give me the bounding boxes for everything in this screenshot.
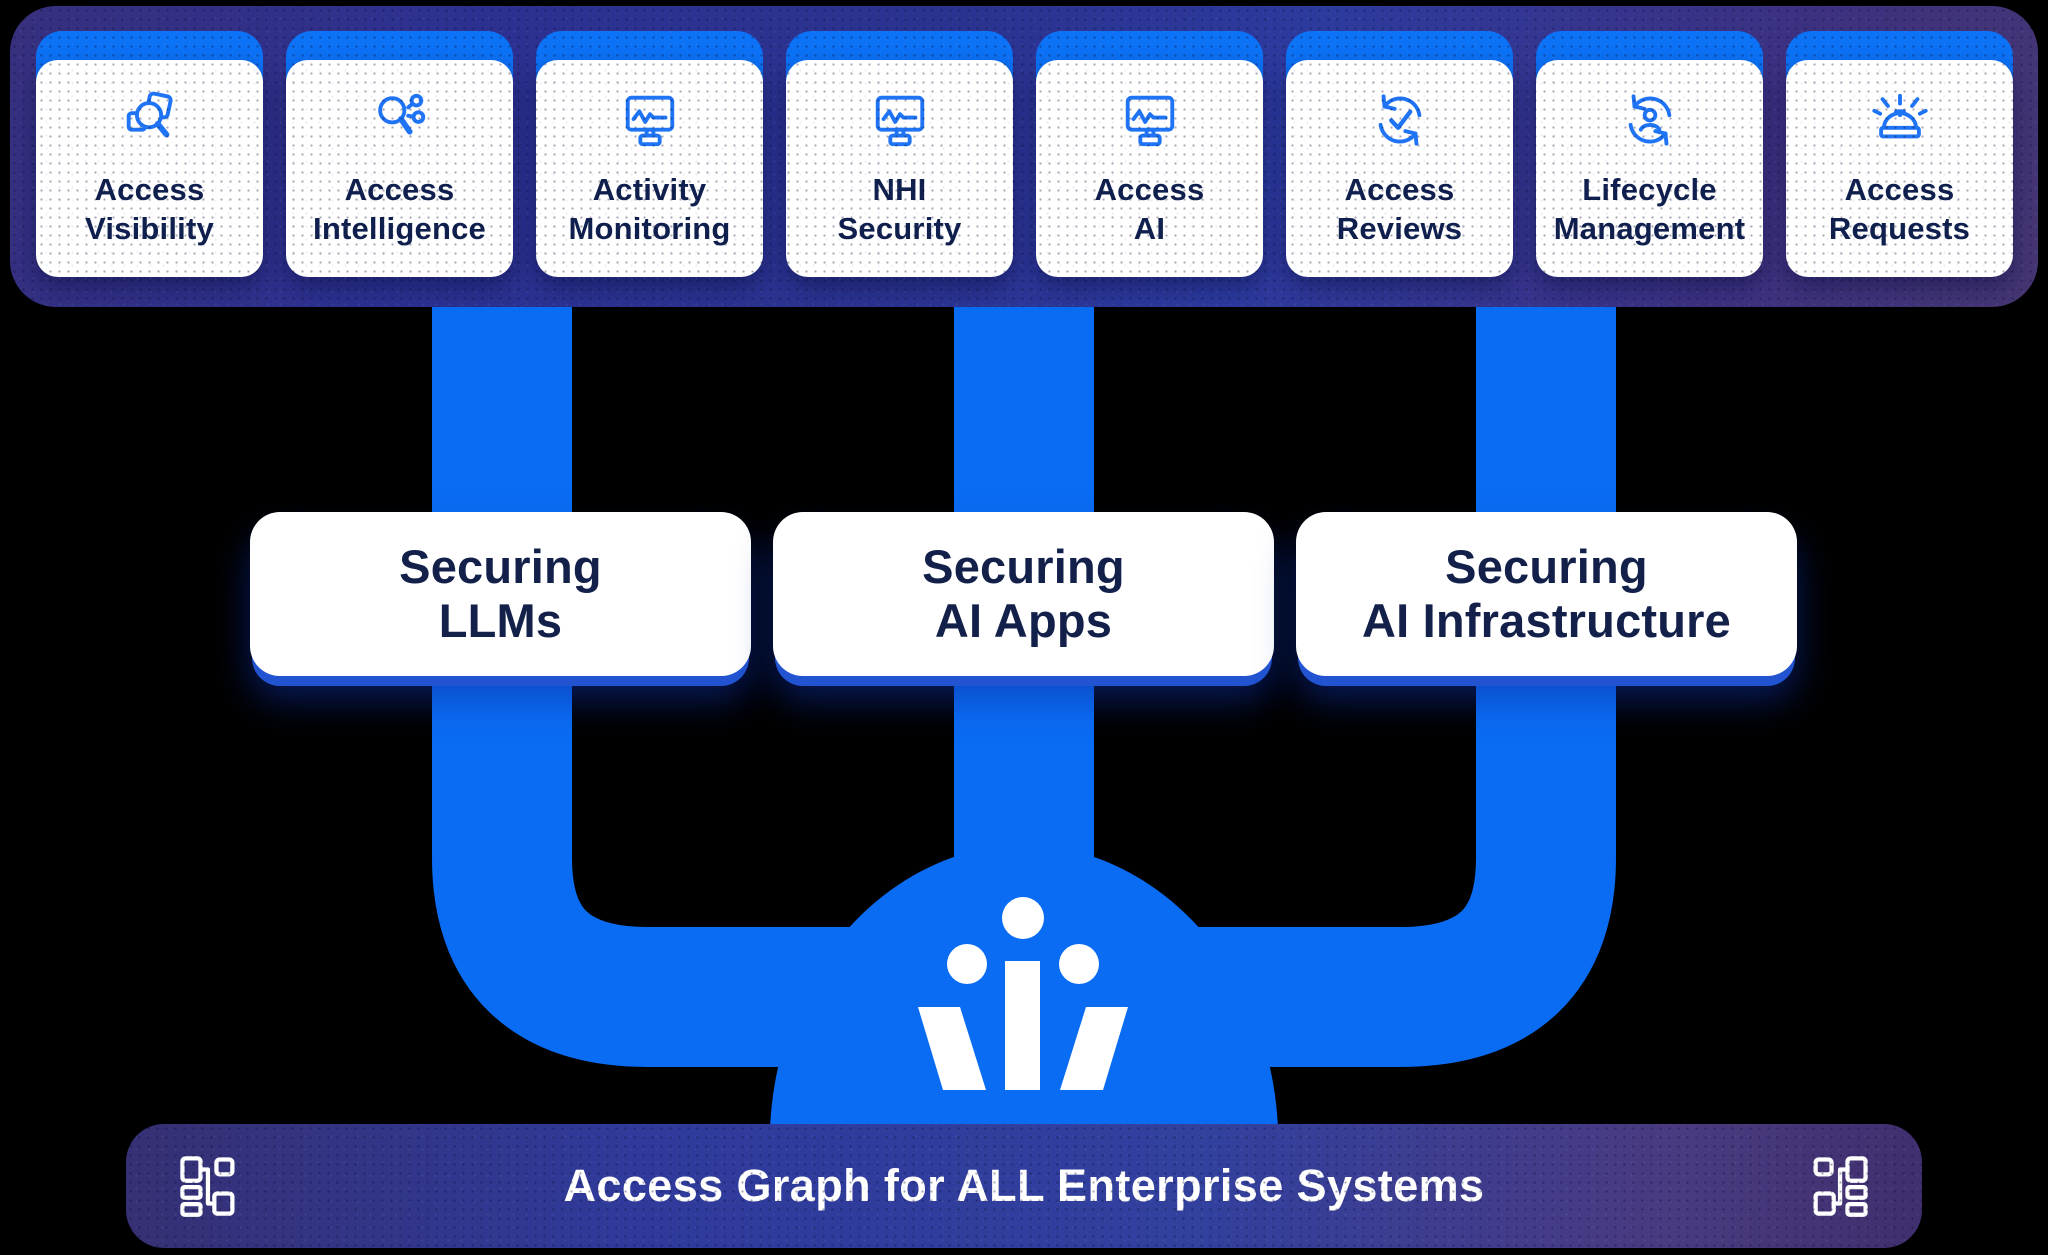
module-card-nhi-security: NHI Security xyxy=(786,31,1013,277)
securing-card-label: Securing LLMs xyxy=(399,539,602,647)
product-modules-bar: Access Visibility Access Intelligence Ac… xyxy=(10,6,2038,307)
module-card-access-intelligence: Access Intelligence xyxy=(286,31,513,277)
module-card-access-reviews: Access Reviews xyxy=(1286,31,1513,277)
module-card-label: Lifecycle Management xyxy=(1553,172,1746,247)
monitor-pulse-icon xyxy=(619,88,681,152)
module-card-label: Access Visibility xyxy=(85,172,214,247)
service-bell-icon xyxy=(1869,88,1931,152)
module-card-lifecycle-management: Lifecycle Management xyxy=(1536,31,1763,277)
securing-card-label: Securing AI Apps xyxy=(922,539,1125,647)
module-card-access-ai: Access AI xyxy=(1036,31,1263,277)
module-card-label: Access Requests xyxy=(1828,172,1971,247)
module-card-label: NHI Security xyxy=(837,172,962,247)
org-chart-icon xyxy=(1805,1152,1873,1220)
cycle-check-icon xyxy=(1369,88,1431,152)
search-documents-icon xyxy=(119,88,181,152)
module-card-activity-monitoring: Activity Monitoring xyxy=(536,31,763,277)
module-card-label: Access Intelligence xyxy=(313,172,486,247)
monitor-pulse-icon xyxy=(869,88,931,152)
securing-ai-apps-card: Securing AI Apps xyxy=(773,512,1274,676)
search-insights-icon xyxy=(369,88,431,152)
module-card-access-requests: Access Requests xyxy=(1786,31,2013,277)
pipe-right xyxy=(1008,300,1616,1067)
module-card-access-visibility: Access Visibility xyxy=(36,31,263,277)
module-card-label: Access Reviews xyxy=(1336,172,1463,247)
monitor-pulse-icon xyxy=(1119,88,1181,152)
module-card-label: Access AI xyxy=(1094,172,1205,247)
securing-ai-infrastructure-card: Securing AI Infrastructure xyxy=(1296,512,1797,676)
org-chart-icon xyxy=(175,1152,243,1220)
cycle-person-icon xyxy=(1619,88,1681,152)
veza-trident-logo-icon xyxy=(918,897,1128,1090)
pipe-left xyxy=(432,300,1040,1067)
access-graph-banner: Access Graph for ALL Enterprise Systems xyxy=(126,1124,1922,1248)
securing-card-label: Securing AI Infrastructure xyxy=(1361,539,1732,647)
module-card-label: Activity Monitoring xyxy=(568,172,731,247)
banner-title: Access Graph for ALL Enterprise Systems xyxy=(563,1160,1485,1211)
securing-llms-card: Securing LLMs xyxy=(250,512,751,676)
